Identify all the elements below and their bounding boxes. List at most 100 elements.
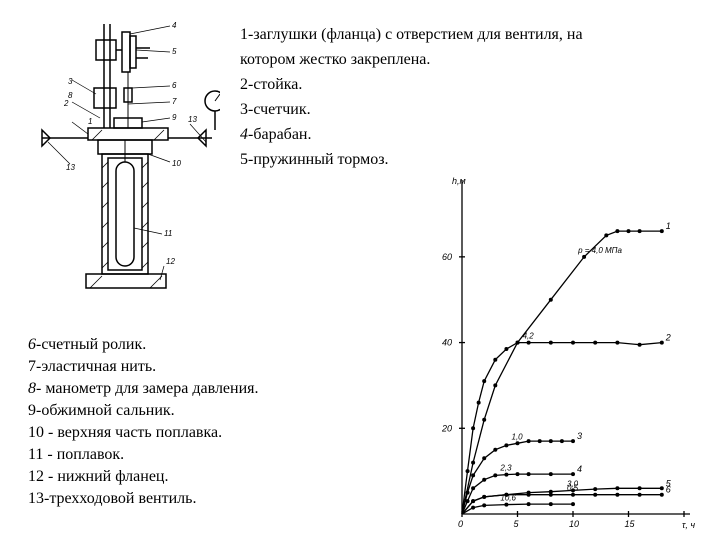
- legend-text: -обжимной сальник.: [36, 402, 175, 419]
- callout-label: 1: [88, 117, 92, 126]
- y-tick-label: 60: [442, 252, 452, 262]
- legend-bottom-item: 10 - верхняя часть поплавка.: [28, 422, 358, 444]
- legend-bottom-item: 9-обжимной сальник.: [28, 400, 358, 422]
- legend-text: -трехходовой вентиль.: [44, 490, 197, 507]
- gland: [113, 117, 143, 129]
- legend-number: 6: [28, 336, 36, 353]
- series-name: 4: [577, 464, 582, 474]
- callout-label: 4: [172, 21, 177, 30]
- data-point: [571, 488, 575, 493]
- series-unnamed: 10,6: [461, 494, 575, 515]
- series-name: 5: [666, 478, 672, 488]
- series-1: 1p = 4,0 МПа: [461, 221, 671, 515]
- series-name: 6: [666, 485, 671, 495]
- legend-text: - нижний фланец.: [44, 468, 169, 485]
- series-label: 1,0: [512, 432, 524, 441]
- data-point: [548, 492, 553, 497]
- body: [101, 153, 149, 275]
- data-point: [471, 426, 476, 431]
- data-point: [548, 340, 553, 345]
- data-point: [526, 439, 531, 444]
- series-line: [461, 440, 573, 515]
- data-point: [482, 417, 487, 422]
- data-point: [493, 473, 498, 478]
- series-3: 31,0: [461, 431, 582, 515]
- legend-bottom-item: 7-эластичная нить.: [28, 356, 358, 378]
- series-6: 60,5: [461, 484, 671, 515]
- legend-text: -эластичная нить.: [36, 358, 157, 375]
- legend-number: 11: [28, 446, 44, 463]
- callout-label: 5: [172, 47, 177, 56]
- data-point: [571, 340, 575, 345]
- data-point: [465, 499, 470, 504]
- data-point: [526, 472, 531, 477]
- callout-label: 11: [164, 229, 172, 238]
- data-point: [604, 233, 609, 238]
- data-point: [493, 447, 498, 452]
- x-tick-label: 10: [569, 519, 579, 529]
- y-tick-label: 20: [441, 423, 452, 433]
- series-4: 42,3: [461, 464, 582, 515]
- data-point: [493, 383, 498, 388]
- data-point: [593, 340, 598, 345]
- legend-number: 9: [28, 402, 36, 419]
- data-point: [504, 492, 509, 497]
- data-point: [515, 441, 520, 446]
- data-point: [482, 494, 487, 499]
- series-label: 2,3: [499, 464, 512, 473]
- legend-number: 3: [240, 101, 248, 118]
- valve: [196, 128, 207, 148]
- callout-label: 3: [68, 77, 73, 86]
- data-point: [476, 400, 481, 405]
- callout-label: 13: [188, 115, 197, 124]
- data-point: [548, 439, 553, 444]
- x-tick-label: 5: [514, 519, 520, 529]
- data-point: [465, 469, 470, 474]
- series-name: 2: [665, 333, 671, 343]
- x-tick-label: 15: [625, 519, 636, 529]
- data-point: [482, 477, 487, 482]
- data-point: [471, 473, 476, 478]
- legend-bottom-item: 11 - поплавок.: [28, 444, 358, 466]
- callout-label: 12: [166, 257, 175, 266]
- data-point: [526, 502, 531, 507]
- data-point: [548, 472, 553, 477]
- data-point: [615, 229, 620, 234]
- series-line: [461, 473, 573, 515]
- legend-top-item: 2-стойка.: [240, 72, 600, 97]
- series-name: 1: [666, 221, 671, 231]
- callout-label: 6: [172, 81, 177, 90]
- legend-text: -стойка.: [248, 76, 303, 93]
- callout-label: 10: [172, 159, 181, 168]
- data-point: [593, 487, 598, 492]
- legend-bottom-item: 8- манометр для замера давления.: [28, 378, 358, 400]
- legend-top: 1-заглушки (фланца) с отверстием для вен…: [240, 22, 600, 172]
- data-point: [659, 229, 664, 234]
- legend-number: 1: [240, 26, 248, 43]
- series-line: [461, 230, 662, 515]
- data-point: [571, 439, 575, 444]
- legend-number: 2: [240, 76, 248, 93]
- y-axis-label: h,м: [452, 176, 466, 186]
- data-point: [626, 229, 631, 234]
- y-tick-label: 40: [442, 338, 452, 348]
- legend-text: -пружинный тормоз.: [248, 151, 389, 168]
- series-label: 4,2: [523, 332, 535, 341]
- data-point: [504, 347, 509, 351]
- data-point: [526, 340, 531, 345]
- data-point: [659, 340, 664, 345]
- data-point: [504, 472, 509, 477]
- data-point: [504, 502, 509, 507]
- legend-top-item: 4-барабан.: [240, 122, 600, 147]
- data-point: [526, 492, 531, 497]
- drum: [129, 35, 137, 69]
- drum: [121, 31, 131, 73]
- data-point: [515, 340, 520, 345]
- legend-text: -счетный ролик.: [36, 336, 147, 353]
- legend-text: -барабан.: [248, 126, 312, 143]
- data-point: [637, 342, 642, 347]
- data-point: [471, 460, 476, 465]
- data-point: [571, 502, 575, 507]
